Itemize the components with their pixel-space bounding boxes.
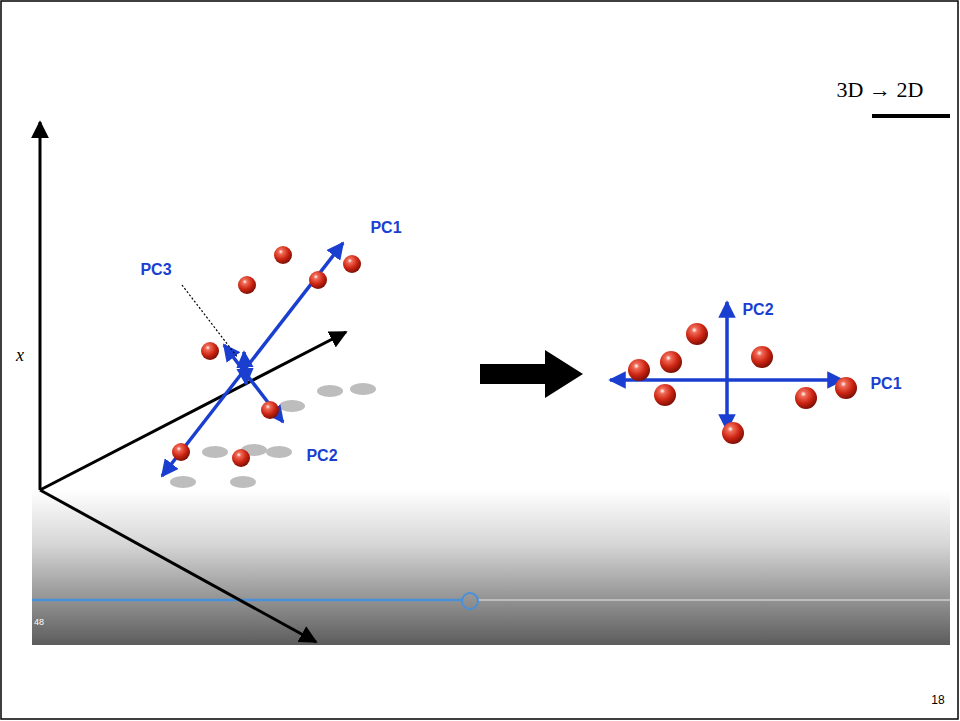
axis-label: PC2 xyxy=(742,302,773,318)
axis-label: x xyxy=(16,346,24,364)
axis-label: PC1 xyxy=(870,376,901,392)
axis-label: PC3 xyxy=(140,262,171,278)
axis-label: PC2 xyxy=(306,448,337,464)
slide-heading: 3D → 2D xyxy=(837,79,924,101)
video-timestamp: 48 xyxy=(34,618,44,627)
axis-label: PC1 xyxy=(370,220,401,236)
page-number: 18 xyxy=(931,694,944,706)
